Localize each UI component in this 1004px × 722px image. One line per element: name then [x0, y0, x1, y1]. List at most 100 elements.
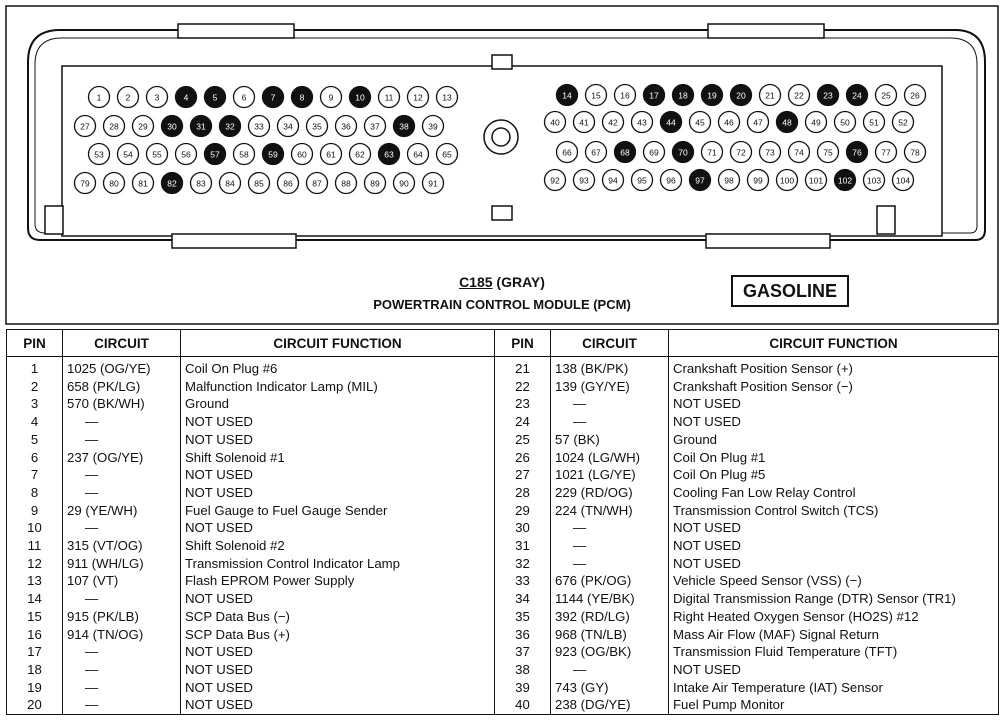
pin-number: 48	[782, 118, 792, 128]
pin-number: 89	[370, 179, 380, 189]
pin-circle	[584, 140, 608, 164]
pin-circle	[891, 110, 915, 134]
circuit-function-left: NOT USED	[180, 466, 495, 484]
pin-number: 84	[225, 179, 235, 189]
pin-circle	[203, 85, 227, 109]
pin-circle	[642, 140, 666, 164]
pin-number-left: 10	[6, 519, 63, 538]
pin-circle	[305, 171, 329, 195]
pin-number: 29	[138, 122, 148, 132]
pin-number: 45	[695, 118, 705, 128]
pin-number: 47	[753, 118, 763, 128]
fuel-type-badge: GASOLINE	[731, 275, 849, 307]
connector-pin-1: 1	[87, 85, 111, 109]
pin-number: 3	[155, 93, 160, 103]
pin-circle	[659, 168, 683, 192]
connector-pin-40: 40	[543, 110, 567, 134]
pin-circle	[613, 140, 637, 164]
pin-circle	[555, 140, 579, 164]
pin-number: 79	[80, 179, 90, 189]
connector-pin-16: 16	[613, 83, 637, 107]
connector-pin-45: 45	[688, 110, 712, 134]
pin-number: 7	[271, 93, 276, 103]
pin-number: 55	[152, 150, 162, 160]
connector-pin-55: 55	[145, 142, 169, 166]
pin-circle	[688, 168, 712, 192]
pin-number: 46	[724, 118, 734, 128]
circuit-function-left: Shift Solenoid #2	[180, 537, 495, 555]
pin-number-left: 6	[6, 448, 63, 467]
connector-pin-83: 83	[189, 171, 213, 195]
pin-circle	[305, 114, 329, 138]
connector-pin-82: 82	[160, 171, 184, 195]
pin-circle	[787, 140, 811, 164]
pin-number: 22	[794, 91, 804, 101]
pin-circle	[174, 85, 198, 109]
circuit-function-right: Right Heated Oxygen Sensor (HO2S) #12	[668, 607, 999, 626]
pin-circle	[671, 140, 695, 164]
connector-pin-30: 30	[160, 114, 184, 138]
connector-pin-23: 23	[816, 83, 840, 107]
pin-circle	[543, 168, 567, 192]
pin-circle	[189, 171, 213, 195]
connector-pin-19: 19	[700, 83, 724, 107]
pin-number: 4	[184, 93, 189, 103]
pin-number: 63	[384, 150, 394, 160]
circuit-right: —	[550, 554, 669, 573]
connector-pin-27: 27	[73, 114, 97, 138]
pin-circle	[203, 142, 227, 166]
pin-circle	[392, 171, 416, 195]
pin-circle	[73, 171, 97, 195]
circuit-left: —	[62, 590, 181, 608]
pin-number: 78	[910, 148, 920, 158]
connector-pin-6: 6	[232, 85, 256, 109]
connector-pin-39: 39	[421, 114, 445, 138]
pin-number-left: 18	[6, 660, 63, 679]
pin-number: 51	[869, 118, 879, 128]
pin-number-right: 26	[494, 448, 551, 467]
pin-circle	[630, 168, 654, 192]
connector-pin-63: 63	[377, 142, 401, 166]
pin-number: 59	[268, 150, 278, 160]
connector-pin-96: 96	[659, 168, 683, 192]
connector-pin-87: 87	[305, 171, 329, 195]
pin-number: 101	[809, 176, 823, 186]
circuit-left: 911 (WH/LG)	[62, 554, 181, 573]
pin-number: 32	[225, 122, 235, 132]
pin-number: 98	[724, 176, 734, 186]
pin-number: 16	[620, 91, 630, 101]
circuit-right: 392 (RD/LG)	[550, 607, 669, 626]
pin-number-right: 31	[494, 537, 551, 555]
circuit-function-left: SCP Data Bus (−)	[180, 607, 495, 626]
connector-pin-48: 48	[775, 110, 799, 134]
connector-pin-102: 102	[833, 168, 857, 192]
circuit-function-left: Transmission Control Indicator Lamp	[180, 554, 495, 573]
circuit-left: 915 (PK/LB)	[62, 607, 181, 626]
pin-number: 75	[823, 148, 833, 158]
pin-number: 23	[823, 91, 833, 101]
pin-number: 60	[297, 150, 307, 160]
connector-pin-65: 65	[435, 142, 459, 166]
pin-number: 87	[312, 179, 322, 189]
pin-circle	[145, 142, 169, 166]
connector-pin-68: 68	[613, 140, 637, 164]
pin-number-right: 32	[494, 554, 551, 573]
connector-pin-52: 52	[891, 110, 915, 134]
pin-circle	[392, 114, 416, 138]
connector-pin-72: 72	[729, 140, 753, 164]
pin-number-left: 4	[6, 413, 63, 431]
connector-pin-2: 2	[116, 85, 140, 109]
circuit-left: 1025 (OG/YE)	[62, 356, 181, 378]
circuit-function-left: NOT USED	[180, 678, 495, 697]
pin-circle	[319, 142, 343, 166]
connector-pin-43: 43	[630, 110, 654, 134]
pin-number: 64	[413, 150, 423, 160]
